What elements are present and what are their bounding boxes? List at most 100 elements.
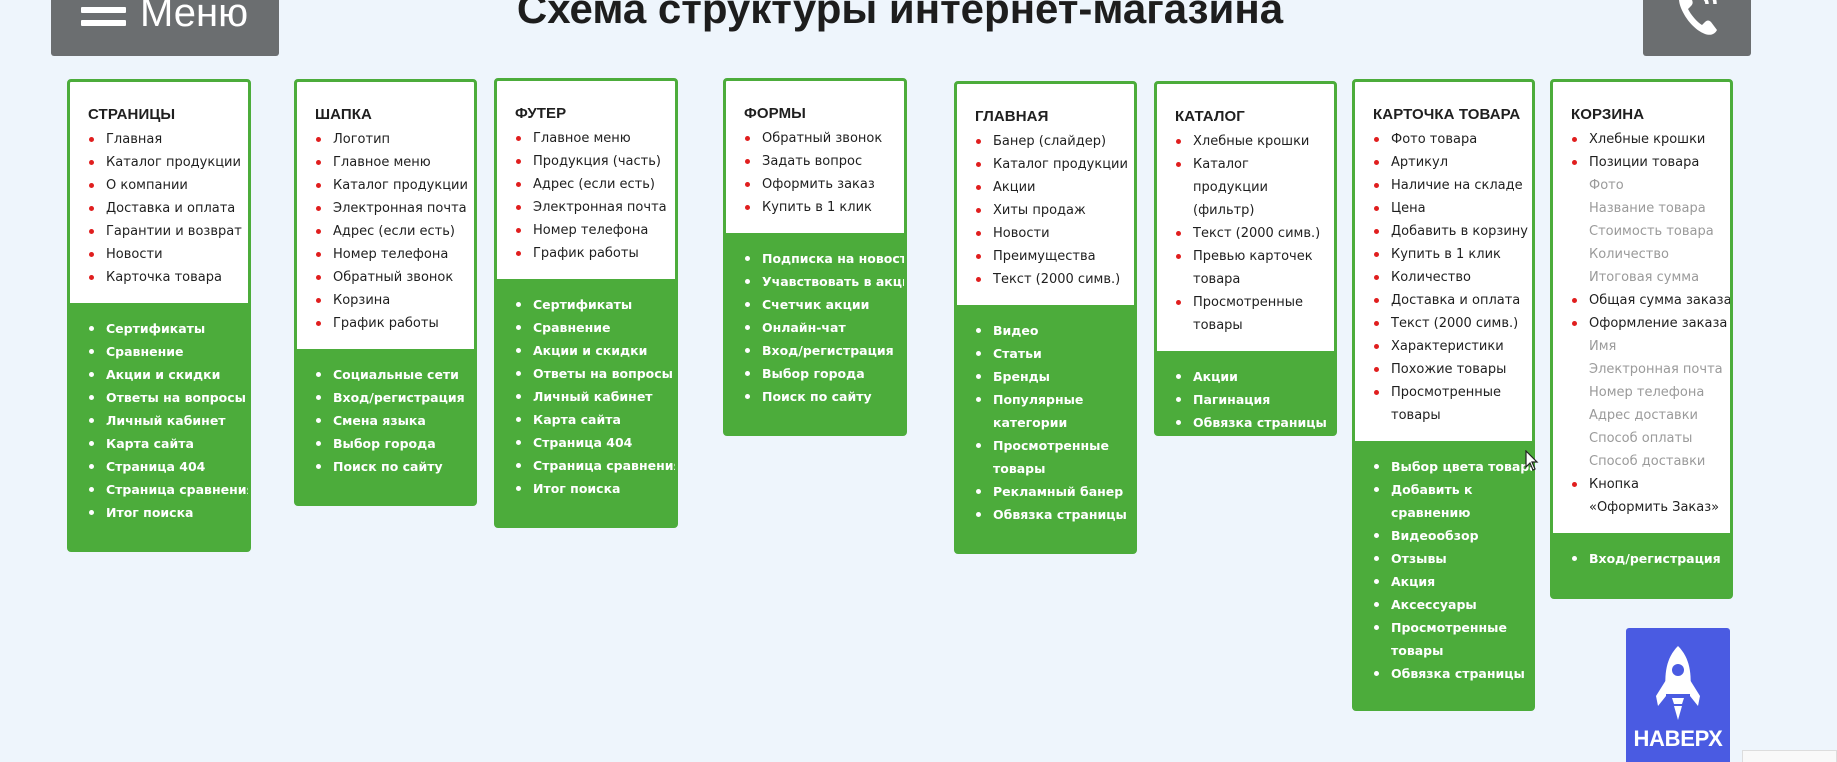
optional-item: Поиск по сайту: [744, 385, 904, 408]
optional-item: Итог поиска: [88, 501, 248, 524]
required-item: Новости: [975, 222, 1134, 245]
optional-item: Просмотренные товары: [1373, 616, 1523, 662]
optional-item: Отзывы: [1373, 547, 1532, 570]
required-item: Главное меню: [315, 151, 474, 174]
optional-item: Учавствовать в акции: [744, 270, 904, 293]
optional-item: Поиск по сайту: [315, 455, 474, 478]
optional-items-list: Вход/регистрация: [1571, 547, 1730, 570]
optional-item: Социальные сети: [315, 363, 474, 386]
back-to-top-button[interactable]: НАВЕРХ: [1626, 628, 1730, 762]
required-item: Карточка товара: [88, 266, 248, 289]
required-item: Задать вопрос: [744, 150, 904, 173]
corner-widget[interactable]: [1742, 750, 1837, 762]
required-item: Корзина: [315, 289, 474, 312]
required-item: Каталог продукции: [975, 153, 1134, 176]
optional-item: Сертификаты: [515, 293, 675, 316]
optional-item: Сертификаты: [88, 317, 248, 340]
optional-item: Итог поиска: [515, 477, 675, 500]
required-item: Добавить в корзину: [1373, 220, 1532, 243]
required-item: Позиции товара: [1571, 151, 1730, 174]
optional-item: Вход/регистрация: [744, 339, 904, 362]
required-item: Количество: [1373, 266, 1532, 289]
card-title: ШАПКА: [315, 106, 372, 123]
required-item: Обратный звонок: [315, 266, 474, 289]
optional-item: Популярные категории: [975, 388, 1125, 434]
optional-item: Пагинация: [1175, 388, 1334, 411]
menu-button[interactable]: Меню: [51, 0, 279, 56]
required-item: Название товара: [1589, 201, 1706, 216]
optional-item: Карта сайта: [88, 432, 248, 455]
card-title: ФОРМЫ: [744, 105, 806, 122]
optional-item: Рекламный банер: [975, 480, 1134, 503]
required-item: Цена: [1373, 197, 1532, 220]
required-item: Способ оплаты: [1589, 431, 1693, 446]
optional-item: Страница сравнения: [515, 454, 675, 477]
card-title: КОРЗИНА: [1571, 106, 1645, 123]
required-item: Каталог продукции: [88, 151, 248, 174]
phone-button[interactable]: [1643, 0, 1751, 56]
required-item: Текст (2000 симв.): [975, 268, 1134, 291]
required-item: Электронная почта: [1589, 362, 1723, 377]
required-item: Артикул: [1373, 151, 1532, 174]
required-item: Характеристики: [1373, 335, 1532, 358]
required-item: Текст (2000 симв.): [1175, 222, 1334, 245]
optional-item: Онлайн-чат: [744, 316, 904, 339]
required-item: Фото товара: [1373, 128, 1532, 151]
back-to-top-label: НАВЕРХ: [1633, 726, 1723, 751]
required-item: Количество: [1589, 247, 1669, 262]
required-item: Главное меню: [515, 127, 675, 150]
required-item: Банер (слайдер): [975, 130, 1134, 153]
required-item: Главная: [88, 128, 248, 151]
required-item: Оформление заказа: [1571, 312, 1730, 335]
required-item: Логотип: [315, 128, 474, 151]
required-item: Просмотренные товары: [1175, 291, 1325, 337]
card-title: КАТАЛОГ: [1175, 108, 1245, 125]
optional-item: Вход/регистрация: [1571, 547, 1730, 570]
optional-item: Добавить к сравнению: [1373, 478, 1523, 524]
optional-item: Аксессуары: [1373, 593, 1532, 616]
required-item: Похожие товары: [1373, 358, 1532, 381]
required-item: О компании: [88, 174, 248, 197]
required-item: Номер телефона: [315, 243, 474, 266]
required-item: Каталог продукции: [315, 174, 474, 197]
optional-item: Личный кабинет: [515, 385, 675, 408]
optional-item: Ответы на вопросы: [88, 386, 248, 409]
required-item: Общая сумма заказа: [1571, 289, 1730, 312]
required-item: Итоговая сумма: [1589, 270, 1700, 285]
required-item: Новости: [88, 243, 248, 266]
required-item: График работы: [315, 312, 474, 335]
phone-icon: [1679, 0, 1717, 35]
menu-label: Меню: [140, 0, 249, 35]
required-item: Электронная почта: [515, 196, 675, 219]
required-item: Обратный звонок: [744, 127, 904, 150]
optional-item: Акции: [1175, 365, 1334, 388]
optional-item: Акции и скидки: [515, 339, 675, 362]
required-item: Купить в 1 клик: [1373, 243, 1532, 266]
optional-item: Обвязка страницы: [1175, 411, 1334, 433]
required-item: Адрес (если есть): [315, 220, 474, 243]
required-item: Стоимость товара: [1589, 224, 1714, 239]
required-item: Акции: [975, 176, 1134, 199]
required-item: Текст (2000 симв.): [1373, 312, 1532, 335]
